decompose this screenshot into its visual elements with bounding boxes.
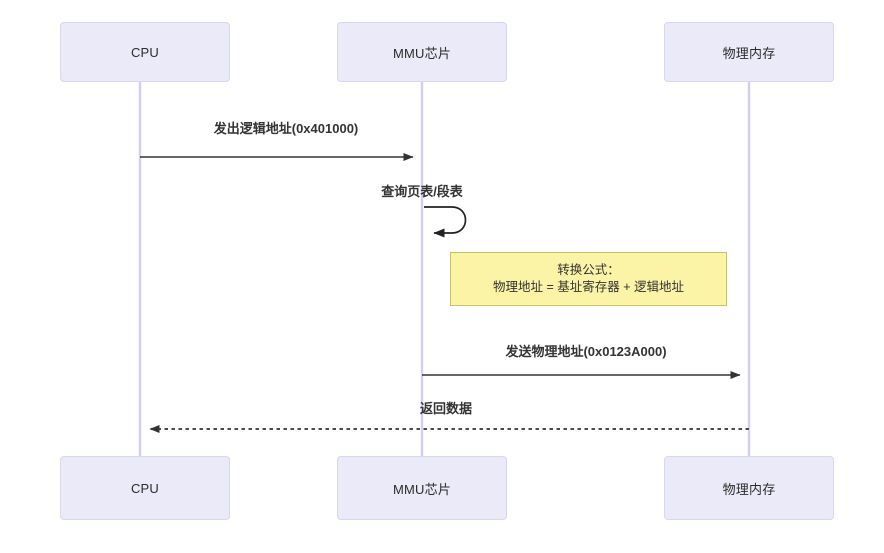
actor-label-mmu-top: MMU芯片 [392, 45, 452, 61]
actor-label-mem-top: 物理内存 [722, 45, 776, 61]
actor-label-mmu-bottom: MMU芯片 [392, 481, 452, 497]
actor-box-cpu-top[interactable]: CPU [60, 22, 230, 82]
actor-box-mem-top[interactable]: 物理内存 [664, 22, 834, 82]
actor-label-cpu-top: CPU [130, 44, 160, 60]
message-label-self-lookup: 查询页表/段表 [381, 184, 463, 199]
actor-box-cpu-bottom[interactable]: CPU [60, 456, 230, 520]
actor-box-mmu-bottom[interactable]: MMU芯片 [337, 456, 507, 520]
note-line-title: 转换公式： [557, 263, 620, 277]
message-label-logical-address: 发出逻辑地址(0x401000) [213, 121, 359, 136]
actor-box-mmu-top[interactable]: MMU芯片 [337, 22, 507, 82]
actor-box-mem-bottom[interactable]: 物理内存 [664, 456, 834, 520]
actor-label-cpu-bottom: CPU [130, 480, 160, 496]
lifelines [138, 82, 751, 456]
actor-label-mem-bottom: 物理内存 [722, 481, 776, 497]
note-line-formula: 物理地址 = 基址寄存器 + 逻辑地址 [493, 280, 684, 294]
message-label-physical-address: 发送物理地址(0x0123A000) [505, 344, 667, 359]
message-label-return-data: 返回数据 [419, 401, 473, 416]
note-conversion-formula: 转换公式： 物理地址 = 基址寄存器 + 逻辑地址 [450, 252, 727, 306]
message-arrow-self-lookup [424, 206, 467, 238]
